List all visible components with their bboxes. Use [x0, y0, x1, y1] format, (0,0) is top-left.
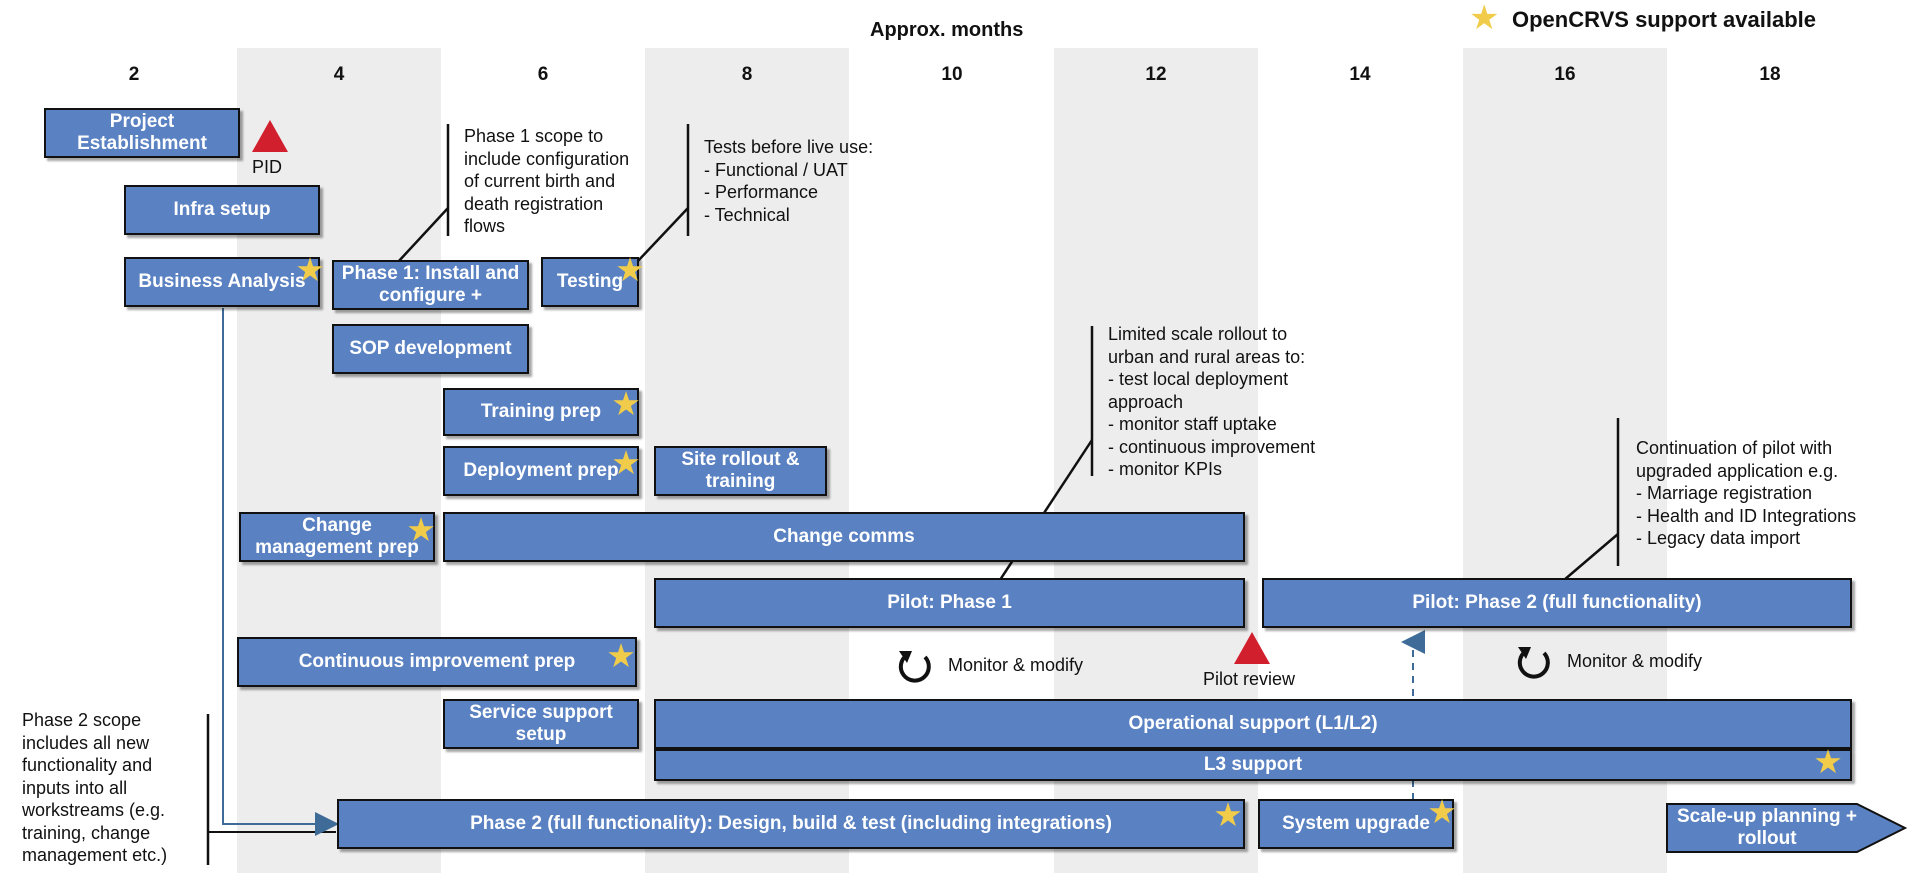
note-phase1-scope: Phase 1 scope to include configuration o…: [464, 126, 630, 236]
support-star-icon: ★: [295, 251, 325, 288]
month-label: 12: [1145, 64, 1167, 85]
bar-testing: Testing: [541, 257, 639, 307]
monitor-modify-label: Monitor & modify: [948, 655, 1084, 675]
bar-continuous-improvement-prep: Continuous improvement prep: [237, 637, 637, 687]
support-star-icon: ★: [611, 385, 641, 422]
support-star-icon: ★: [1813, 743, 1843, 780]
support-star-icon: ★: [606, 637, 636, 674]
bar-scale-up: Scale-up planning + rollout: [1677, 806, 1857, 849]
note-tests: Tests before live use: - Functional / UA…: [704, 137, 874, 225]
note-continuation: Continuation of pilot with upgraded appl…: [1636, 438, 1857, 548]
axis-title: Approx. months: [870, 19, 1024, 41]
monitor-modify-label: Monitor & modify: [1567, 651, 1703, 671]
pid-milestone-icon: [252, 120, 288, 152]
bar-pilot-phase2: Pilot: Phase 2 (full functionality): [1262, 578, 1852, 628]
note-phase2-scope: Phase 2 scope includes all new functiona…: [22, 710, 168, 865]
refresh-cycle-icon: [1517, 647, 1550, 679]
bar-infra-setup: Infra setup: [124, 185, 320, 235]
legend-star-icon: ★: [1469, 0, 1500, 37]
bar-project-establishment: Project Establishment: [44, 108, 240, 158]
pilot-review-label: Pilot review: [1203, 669, 1296, 689]
bar-service-support-setup: Service support setup: [443, 699, 639, 749]
month-label: 6: [537, 64, 549, 85]
bar-site-rollout: Site rollout & training: [654, 446, 827, 496]
support-star-icon: ★: [611, 444, 641, 481]
note-limited-rollout: Limited scale rollout to urban and rural…: [1108, 324, 1316, 479]
month-label: 14: [1349, 64, 1371, 85]
bar-system-upgrade: System upgrade: [1258, 799, 1454, 849]
support-star-icon: ★: [406, 511, 436, 548]
month-label: 4: [333, 64, 345, 85]
bar-phase1-install: Phase 1: Install and configure +: [332, 260, 529, 310]
bar-phase2-design-build: Phase 2 (full functionality): Design, bu…: [337, 799, 1245, 849]
bar-deployment-prep: Deployment prep: [443, 446, 639, 496]
bar-operational-support: Operational support (L1/L2): [654, 699, 1852, 749]
legend-label: OpenCRVS support available: [1512, 7, 1817, 32]
pid-label: PID: [252, 157, 283, 177]
support-star-icon: ★: [1427, 793, 1457, 830]
month-label: 16: [1554, 64, 1576, 85]
month-label: 2: [128, 64, 140, 85]
bar-business-analysis: Business Analysis: [124, 257, 320, 307]
bar-training-prep: Training prep: [443, 388, 639, 436]
month-label: 8: [741, 64, 753, 85]
bar-sop-development: SOP development: [332, 324, 529, 374]
month-label: 10: [941, 64, 963, 85]
support-star-icon: ★: [615, 251, 645, 288]
bar-change-comms: Change comms: [443, 512, 1245, 562]
bar-pilot-phase1: Pilot: Phase 1: [654, 578, 1245, 628]
bar-l3-support: L3 support: [654, 749, 1852, 781]
refresh-cycle-icon: [898, 651, 931, 683]
pilot-review-milestone-icon: [1234, 632, 1270, 664]
support-star-icon: ★: [1213, 796, 1243, 833]
month-label: 18: [1759, 64, 1781, 85]
bar-change-management-prep: Change management prep: [239, 512, 435, 562]
